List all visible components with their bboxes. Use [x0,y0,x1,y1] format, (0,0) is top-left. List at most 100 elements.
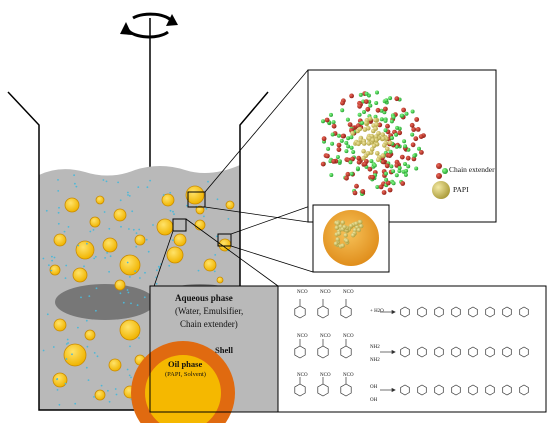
papi-bead [380,153,386,158]
green-molecule [406,164,411,169]
red-molecule [324,117,330,123]
benzene-ring [519,384,529,396]
chain-extender-dot [52,346,55,348]
green-molecule [357,112,362,117]
chain-extender-dot [168,264,171,267]
papi-bead [373,134,379,139]
chain-extender-dot [96,355,99,358]
green-molecule [329,112,333,117]
red-molecule [336,142,342,148]
label-oil-phase: Oil phase [168,359,203,369]
benzene-ring [451,306,461,318]
red-molecule [336,147,342,153]
green-molecule [403,144,408,149]
papi-bead [361,141,367,146]
chain-extender-dot [103,211,106,213]
zoom-box-1 [187,191,206,208]
green-molecule [349,135,354,140]
red-molecule [356,159,362,165]
label-reagent-water: + H2O [370,309,384,314]
chain-extender-dot [157,265,160,268]
papi-bead [376,131,381,136]
chain-extender-dot [51,255,53,258]
benzene-ring [485,384,495,396]
red-molecule [378,184,384,190]
chain-extender-dot [122,301,125,304]
rotation-arrow-icon [120,12,178,39]
chain-extender-dot [126,289,129,291]
chain-extender-dot [66,338,69,341]
green-molecule [403,172,408,177]
label-nco-6: NCO [343,334,354,339]
red-molecule [409,122,415,128]
benzene-ring [434,384,444,396]
benzene-ring [519,306,529,318]
chain-extender-dot [173,213,175,216]
red-molecule [418,134,424,140]
chain-extender-dot [108,227,111,230]
chain-extender-dot [137,186,140,189]
chain-extender-dot [86,242,88,245]
green-molecule [384,177,389,182]
chain-extender-dot [114,388,117,390]
papi-bead [370,137,376,143]
green-molecule [339,138,344,143]
chain-extender-dot [85,366,88,369]
green-molecule [391,115,396,120]
chain-extender-dot [74,402,77,405]
papi-bead [348,223,354,229]
green-molecule [403,162,407,166]
papi-bead [340,243,345,248]
benzene-ring [519,346,529,358]
papi-bead [356,227,362,233]
chain-extender-dot [149,179,152,182]
benzene-ring [317,305,329,319]
red-molecule [347,122,353,127]
papi-bead [369,146,375,152]
green-molecule [330,141,335,146]
chain-extender-dot [172,210,174,213]
chain-extender-dot [50,269,53,272]
chain-extender-dot [65,343,68,345]
green-molecule [351,150,356,154]
oil-droplet [53,233,67,247]
label-reagent-nh2-b: NH2 [370,358,380,363]
red-molecule [331,123,337,129]
benzene-ring [502,346,512,358]
green-molecule [344,149,349,154]
oil-droplet [75,240,95,260]
benzene-ring [294,383,306,397]
benzene-ring [468,306,478,318]
green-molecule [360,121,365,125]
chain-extender-dot [197,269,200,272]
green-molecule [346,144,351,149]
papi-bead [358,219,363,225]
chain-extender-dot [93,396,95,398]
chain-extender-dot [42,257,45,260]
chain-extender-dot [77,244,80,247]
green-molecule [389,164,394,169]
label-oil-components: (PAPI, Solvent) [165,371,206,378]
oil-droplet [114,279,126,291]
red-molecule [385,123,390,129]
papi-bead [380,132,386,137]
benzene-ring [485,306,495,318]
oil-droplet [194,219,206,231]
benzene-ring [417,346,427,358]
oil-droplet [64,197,80,213]
green-molecule [364,91,369,96]
legend-green-molecule [442,168,448,174]
chain-extender-dot [126,261,129,264]
chain-extender-dot [135,232,138,235]
chain-extender-dot [129,276,131,278]
legend-chain-extender [436,163,448,179]
benzene-ring [451,384,461,396]
oil-droplet [119,254,141,276]
chain-extender-dot [86,345,89,348]
green-molecule [414,166,419,171]
red-molecule [356,155,362,161]
label-aqueous-phase: Aqueous phase [175,293,233,303]
papi-bead [366,141,372,146]
chain-extender-dot [127,228,130,230]
red-molecule [401,107,406,113]
